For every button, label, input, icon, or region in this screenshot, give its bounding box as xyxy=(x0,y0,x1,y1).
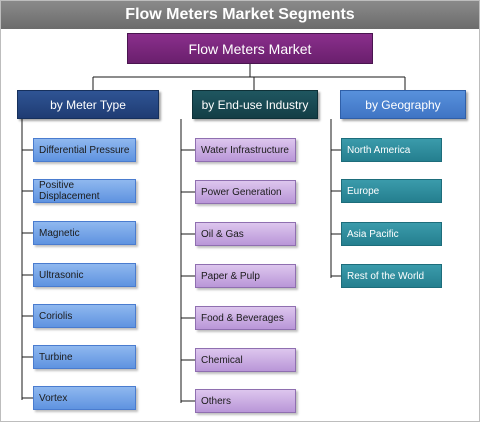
geography-item: Europe xyxy=(341,179,442,203)
end-use-item: Others xyxy=(195,389,296,413)
meter-type-item: Magnetic xyxy=(33,221,136,245)
end-use-item: Power Generation xyxy=(195,180,296,204)
meter-type-item: Coriolis xyxy=(33,304,136,328)
end-use-header: by End-use Industry xyxy=(192,90,318,119)
meter-type-item: Ultrasonic xyxy=(33,263,136,287)
end-use-item: Chemical xyxy=(195,348,296,372)
meter-type-header: by Meter Type xyxy=(17,90,159,119)
diagram-title: Flow Meters Market Segments xyxy=(1,1,479,29)
root-node: Flow Meters Market xyxy=(127,33,373,64)
end-use-item: Food & Beverages xyxy=(195,306,296,330)
meter-type-item: Vortex xyxy=(33,386,136,410)
meter-type-item: Positive Displacement xyxy=(33,179,136,203)
meter-type-item: Differential Pressure xyxy=(33,138,136,162)
meter-type-item: Turbine xyxy=(33,345,136,369)
geography-item: North America xyxy=(341,138,442,162)
geography-item: Asia Pacific xyxy=(341,222,442,246)
end-use-item: Water Infrastructure xyxy=(195,138,296,162)
end-use-item: Oil & Gas xyxy=(195,222,296,246)
geography-header: by Geography xyxy=(340,90,466,119)
end-use-item: Paper & Pulp xyxy=(195,264,296,288)
geography-item: Rest of the World xyxy=(341,264,442,288)
